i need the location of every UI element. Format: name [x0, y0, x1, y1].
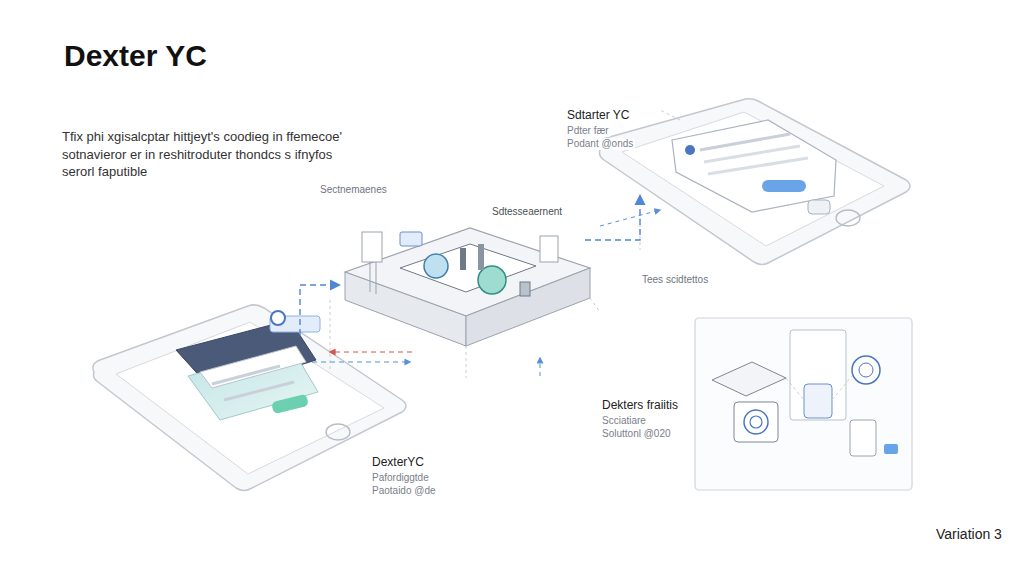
annotation-label: Sectnemaenes — [318, 184, 389, 196]
node-subtext: Pafordiggtde — [370, 472, 431, 484]
node-subtext: Pdter fær — [565, 125, 611, 137]
node-heading: Sdtesseaernent — [490, 206, 564, 218]
annotation-label: Tees scidtettos — [640, 274, 710, 286]
diagram-title: Dexter YC — [62, 38, 209, 74]
panel-node: Dekters fraiitisScciatiareSoluttonl @020 — [595, 318, 915, 492]
node-subtext: Podant @onds — [565, 138, 635, 150]
node-subtext: Soluttonl @020 — [600, 428, 673, 440]
phone-node: DexterYC PafordiggtdePaotaido @de — [90, 335, 460, 503]
node-subtext: Scciatiare — [600, 415, 648, 427]
hub-node: Sdtesseaernent — [340, 200, 585, 320]
node-subtext: Paotaido @de — [370, 485, 438, 497]
hub-drawing — [330, 228, 600, 378]
diagram-caption: Tfix phi xgisalcptar hittjeyt's coodieg … — [62, 128, 352, 181]
node-heading: DexterYC — [370, 455, 426, 469]
node-heading: Sdtarter YC — [565, 108, 631, 122]
detail-panel — [695, 318, 912, 490]
phone-node: Sdtarter YC Pdter færPodant @onds — [560, 100, 915, 195]
dashed-connector — [300, 285, 340, 335]
phone-drawing — [93, 305, 406, 491]
phone-drawing — [599, 99, 910, 265]
flow-lines — [312, 210, 660, 376]
node-heading: Dekters fraiitis — [600, 398, 680, 412]
dashed-connector — [585, 195, 640, 240]
annotation-label: Variation 3 — [934, 526, 1004, 543]
